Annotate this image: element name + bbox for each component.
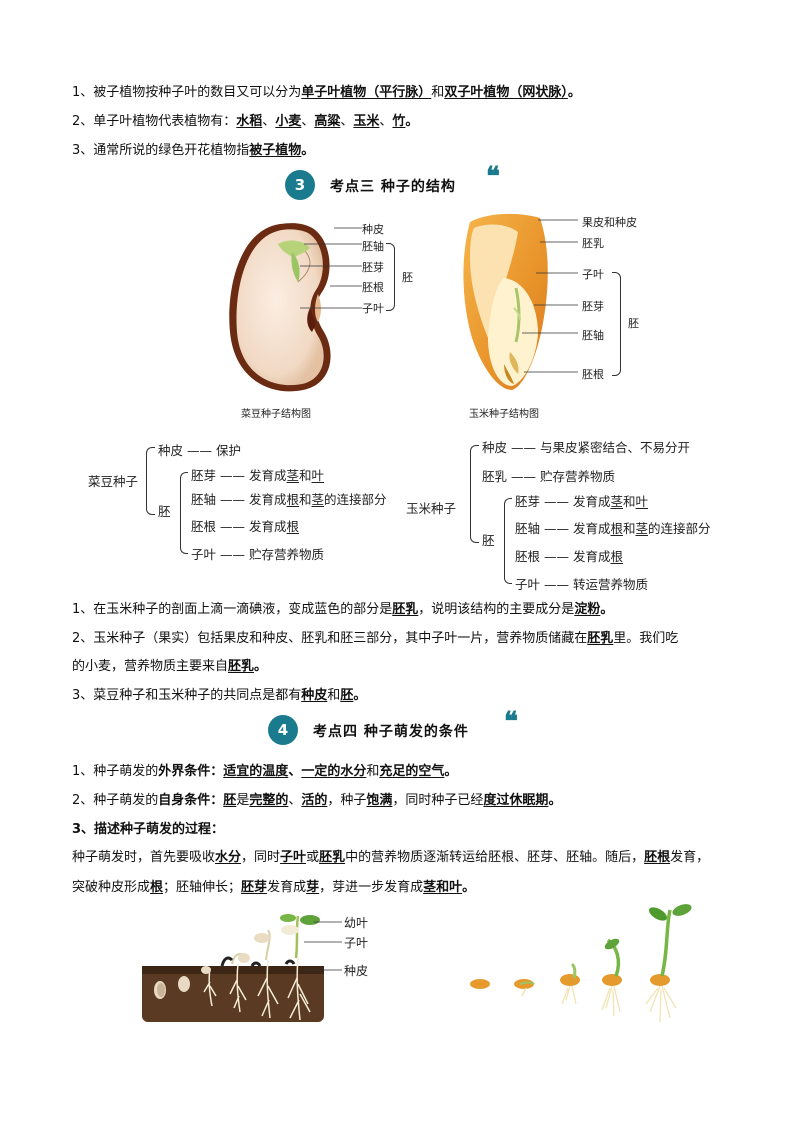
bean-tree-root: 菜豆种子 (88, 474, 139, 489)
corn-diagram-caption: 玉米种子结构图 (469, 409, 539, 420)
bean-tree-seed-coat: 种皮 —— 保护 (158, 443, 241, 458)
germination-label-cotyledon: 子叶 (344, 936, 369, 950)
corn-label-hypocotyl: 胚轴 (582, 329, 604, 342)
corn-label-pericarp: 果皮和种皮 (582, 216, 637, 229)
classification-line-2: 2、单子叶植物代表植物有：水稻、小麦、高粱、玉米、竹。 (72, 114, 419, 129)
fact-2-line-2: 的小麦，营养物质主要来自胚乳。 (72, 659, 268, 674)
bean-diagram-caption: 菜豆种子结构图 (241, 409, 311, 420)
bean-seed-illustration (229, 223, 331, 392)
section-3-title: 考点三 种子的结构 (330, 179, 456, 195)
germination-label-seed-coat: 种皮 (344, 964, 369, 978)
fact-2-line-1: 2、玉米种子（果实）包括果皮和种皮、胚乳和胚三部分，其中子叶一片，营养物质储藏在… (72, 631, 679, 646)
bean-embryo-brace (386, 243, 395, 311)
quote-icon: ❝ (486, 162, 500, 192)
germination-label-young-leaf: 幼叶 (344, 916, 369, 930)
fact-3: 3、菜豆种子和玉米种子的共同点是都有种皮和胚。 (72, 688, 367, 703)
classification-line-3: 3、通常所说的绿色开花植物指被子植物。 (72, 143, 315, 158)
bean-embryo-subbrace (180, 472, 188, 554)
germination-label-lines (300, 921, 342, 971)
fact-1: 1、在玉米种子的剖面上滴一滴碘液，变成蓝色的部分是胚乳，说明该结构的主要成分是淀… (72, 602, 614, 617)
corn-tree-part-4: 子叶 —— 转运营养物质 (515, 577, 648, 592)
corn-tree-brace (470, 445, 479, 543)
bean-label-radicle: 胚根 (362, 281, 384, 294)
section-4-number-badge: 4 (268, 715, 298, 745)
bean-label-hypocotyl: 胚轴 (362, 240, 384, 253)
germination-stages-illustration (470, 904, 692, 1023)
germination-condition-1: 1、种子萌发的外界条件：适宜的温度、一定的水分和充足的空气。 (72, 764, 458, 779)
corn-label-plumule: 胚芽 (582, 300, 604, 313)
corn-tree-part-2: 胚轴 —— 发育成根和茎的连接部分 (515, 521, 711, 536)
corn-tree-endosperm: 胚乳 —— 贮存营养物质 (482, 469, 615, 484)
bean-tree-part-2: 胚轴 —— 发育成根和茎的连接部分 (191, 492, 387, 507)
corn-tree-part-3: 胚根 —— 发育成根 (515, 549, 623, 564)
corn-label-lines (522, 219, 578, 373)
bean-label-cotyledon: 子叶 (362, 302, 384, 315)
corn-tree-embryo: 胚 (482, 533, 495, 548)
section-3-heading: 3 考点三 种子的结构 ❝ (0, 162, 794, 204)
section-4-title: 考点四 种子萌发的条件 (313, 724, 469, 740)
section-4-heading: 4 考点四 种子萌发的条件 ❝ (0, 707, 794, 749)
bean-tree-part-3: 胚根 —— 发育成根 (191, 519, 299, 534)
corn-label-cotyledon: 子叶 (582, 268, 604, 281)
bean-label-seed-coat: 种皮 (362, 223, 384, 236)
corn-label-radicle: 胚根 (582, 368, 604, 381)
corn-label-endosperm: 胚乳 (582, 237, 604, 250)
corn-seed-illustration (463, 213, 548, 390)
corn-tree-part-1: 胚芽 —— 发育成茎和叶 (515, 494, 649, 509)
bean-label-lines (300, 227, 362, 309)
bean-tree-embryo: 胚 (158, 504, 171, 519)
germination-soil-illustration (142, 914, 324, 1022)
classification-line-1: 1、被子植物按种子叶的数目又可以分为单子叶植物（平行脉）和双子叶植物（网状脉）。 (72, 85, 581, 100)
corn-label-embryo: 胚 (628, 317, 639, 330)
corn-embryo-subbrace (504, 498, 512, 584)
corn-embryo-brace (612, 272, 621, 376)
bean-tree-part-1: 胚芽 —— 发育成茎和叶 (191, 468, 325, 483)
corn-tree-root: 玉米种子 (406, 501, 457, 516)
quote-icon: ❝ (504, 707, 518, 737)
corn-tree-seed-coat: 种皮 —— 与果皮紧密结合、不易分开 (482, 440, 690, 455)
germination-process-heading: 3、描述种子萌发的过程： (72, 822, 225, 837)
bean-tree-brace (146, 447, 155, 515)
section-3-number-badge: 3 (285, 170, 315, 200)
germination-condition-2: 2、种子萌发的自身条件：胚是完整的、活的，种子饱满，同时种子已经度过休眠期。 (72, 793, 562, 808)
germination-process-paragraph: 种子萌发时，首先要吸收水分，同时子叶或胚乳中的营养物质逐渐转运给胚根、胚芽、胚轴… (72, 850, 710, 895)
bean-label-plumule: 胚芽 (362, 261, 384, 274)
bean-tree-part-4: 子叶 —— 贮存营养物质 (191, 547, 324, 562)
bean-label-embryo: 胚 (402, 271, 413, 284)
